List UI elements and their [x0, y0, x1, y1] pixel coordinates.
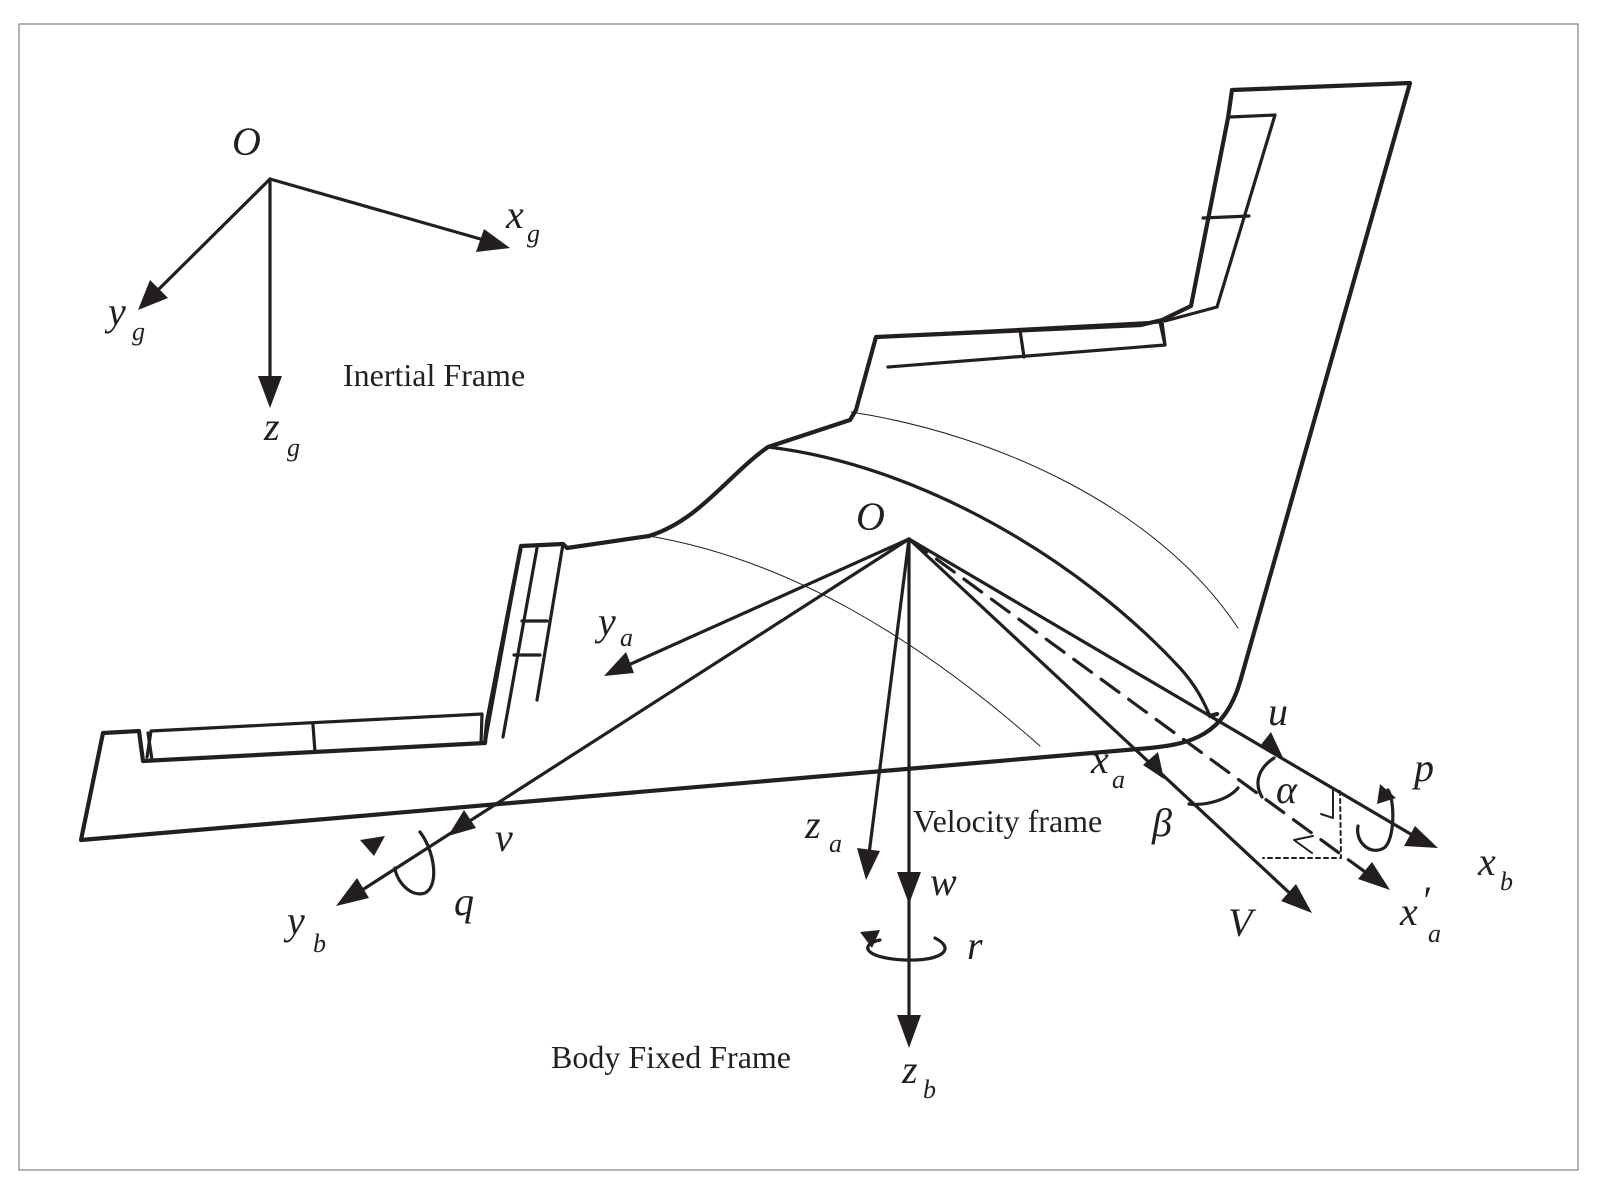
xg-subscript: g: [527, 219, 540, 248]
yb-label: y: [283, 898, 305, 943]
origin-body-label: O: [856, 494, 885, 539]
p-label: p: [1411, 745, 1434, 790]
za-label: z: [804, 802, 821, 847]
xa-prime-label: x: [1399, 889, 1418, 934]
V-label: V: [1228, 900, 1257, 945]
figure-border: [18, 23, 1579, 1171]
xg-label: x: [505, 192, 524, 237]
inertial-frame-axes: [138, 177, 510, 408]
zb-subscript: b: [923, 1075, 936, 1104]
xb-label: x: [1477, 839, 1496, 884]
v-label: v: [495, 815, 513, 860]
zb-label: z: [901, 1047, 918, 1092]
flying-wing-outline: [78, 80, 1413, 843]
xa-prime-subscript: a: [1428, 919, 1441, 948]
q-label: q: [454, 879, 474, 924]
u-label: u: [1268, 689, 1288, 734]
alpha-label: α: [1276, 767, 1298, 812]
body-velocity-axes: [336, 537, 1438, 1048]
yg-label: y: [104, 289, 126, 334]
ya-label: y: [594, 599, 616, 644]
yg-subscript: g: [132, 317, 145, 346]
xb-subscript: b: [1500, 867, 1513, 896]
velocity-frame-caption: Velocity frame: [913, 803, 1102, 839]
zg-subscript: g: [287, 433, 300, 462]
beta-label: β: [1151, 800, 1172, 845]
xa-subscript: a: [1112, 765, 1125, 794]
xa-prime-mark: ′: [1421, 878, 1431, 923]
za-subscript: a: [829, 829, 842, 858]
origin-inertial-label: O: [232, 119, 261, 164]
xa-label: x: [1090, 737, 1109, 782]
yb-subscript: b: [313, 929, 326, 958]
r-label: r: [967, 923, 983, 968]
w-label: w: [930, 859, 957, 904]
inertial-frame-caption: Inertial Frame: [343, 357, 525, 393]
ya-subscript: a: [620, 623, 633, 652]
zg-label: z: [263, 404, 280, 449]
body-frame-caption: Body Fixed Frame: [551, 1039, 791, 1075]
